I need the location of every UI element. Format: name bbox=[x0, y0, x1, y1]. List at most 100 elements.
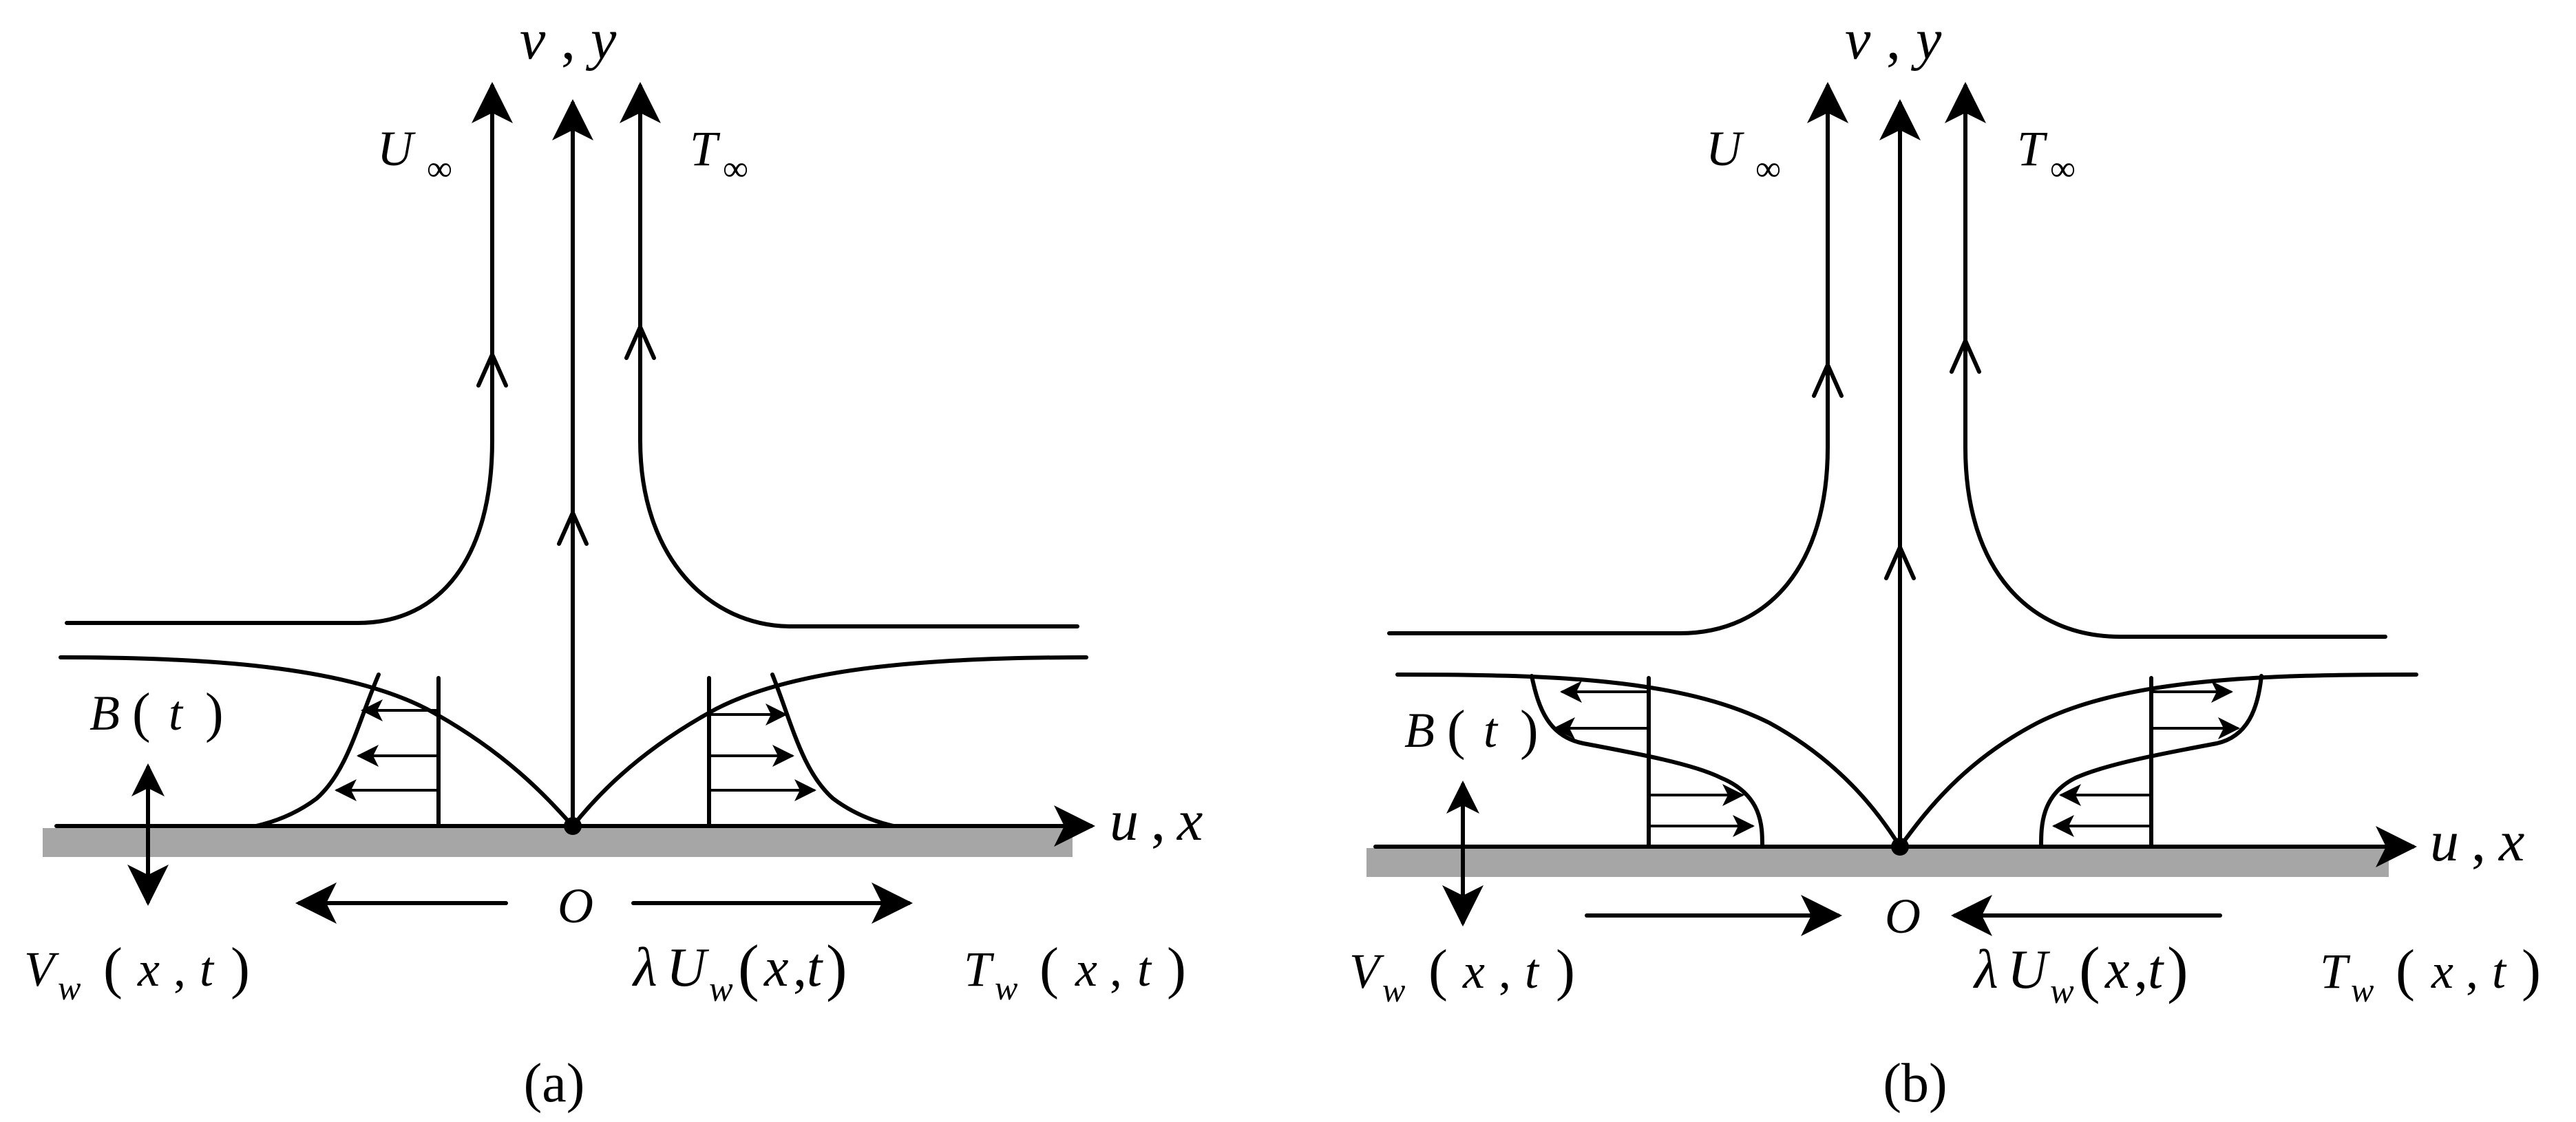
svg-text:λ: λ bbox=[1973, 940, 1998, 1000]
t-infinity-label: T ∞ bbox=[2017, 121, 2076, 189]
svg-text:,: , bbox=[2471, 809, 2486, 874]
b-t-label: B ( t ) bbox=[89, 683, 224, 743]
wall-plate bbox=[1366, 848, 2389, 877]
svg-text:x: x bbox=[2498, 809, 2524, 874]
svg-text:(: ( bbox=[132, 683, 151, 743]
origin-label: O bbox=[558, 878, 593, 933]
u-infinity-label: U ∞ bbox=[1706, 121, 1781, 189]
streamline-left-outer bbox=[1387, 82, 1848, 635]
panel-a-caption: (a) bbox=[524, 1053, 585, 1114]
boundary-edge-left bbox=[1395, 673, 1902, 849]
svg-text:): ) bbox=[1167, 936, 1186, 1000]
svg-text:T: T bbox=[2320, 944, 2351, 999]
svg-text:(: ( bbox=[738, 932, 759, 1002]
t-w-label: T w ( x , t ) bbox=[964, 936, 1186, 1007]
svg-text:T: T bbox=[2017, 121, 2048, 176]
svg-text:(: ( bbox=[103, 936, 123, 1000]
svg-text:x: x bbox=[1462, 944, 1485, 999]
svg-text:∞: ∞ bbox=[427, 149, 452, 189]
svg-text:U: U bbox=[666, 938, 710, 998]
svg-text:,: , bbox=[1151, 789, 1165, 853]
svg-text:w: w bbox=[709, 970, 733, 1009]
streamline-right-arrow bbox=[1950, 339, 1981, 374]
b-t-label: B ( t ) bbox=[1404, 700, 1539, 761]
svg-text:t: t bbox=[1137, 942, 1152, 997]
svg-text:t: t bbox=[2492, 944, 2507, 999]
svg-text:V: V bbox=[1349, 944, 1384, 999]
svg-text:x: x bbox=[763, 938, 789, 998]
panel-a: v , y u , x U ∞ T ∞ B ( t ) O V w ( x bbox=[24, 8, 1203, 1114]
svg-text:T: T bbox=[690, 121, 721, 176]
svg-text:): ) bbox=[205, 683, 224, 743]
svg-text:,: , bbox=[561, 8, 576, 72]
svg-text:w: w bbox=[58, 968, 81, 1007]
velocity-profile-left bbox=[1530, 674, 1764, 849]
panel-b-caption: (b) bbox=[1883, 1053, 1947, 1114]
svg-text:u: u bbox=[1110, 789, 1139, 853]
svg-text:,: , bbox=[2134, 940, 2148, 1000]
svg-text:w: w bbox=[995, 968, 1017, 1007]
svg-text:T: T bbox=[964, 942, 995, 997]
svg-text:t: t bbox=[1525, 944, 1540, 999]
streamline-left-arrow bbox=[1812, 363, 1844, 398]
boundary-edge-right bbox=[1898, 673, 2418, 849]
svg-text:(: ( bbox=[1039, 936, 1059, 1000]
svg-text:y: y bbox=[1910, 8, 1942, 72]
y-axis-label: v , y bbox=[520, 8, 617, 72]
svg-text:U: U bbox=[377, 121, 416, 176]
svg-text:λ: λ bbox=[632, 938, 657, 998]
svg-text:(: ( bbox=[1447, 700, 1466, 761]
svg-text:,: , bbox=[173, 942, 186, 997]
v-w-label: V w ( x , t ) bbox=[24, 936, 250, 1007]
svg-text:x: x bbox=[2104, 940, 2130, 1000]
svg-text:,: , bbox=[1886, 8, 1901, 72]
y-axis-label: v , y bbox=[1845, 8, 1942, 72]
streamline-left-outer bbox=[65, 82, 513, 625]
svg-text:t: t bbox=[2148, 940, 2164, 1000]
svg-text:U: U bbox=[1706, 121, 1744, 176]
svg-text:,: , bbox=[793, 938, 807, 998]
svg-text:(: ( bbox=[1428, 938, 1448, 1002]
svg-text:x: x bbox=[1176, 789, 1203, 853]
velocity-profile-right bbox=[2039, 674, 2263, 849]
streamline-right-arrow bbox=[624, 325, 656, 360]
origin-label: O bbox=[1885, 889, 1921, 944]
y-axis-flow-arrow bbox=[557, 511, 589, 546]
y-axis-flow-arrow bbox=[1884, 545, 1916, 580]
svg-text:w: w bbox=[1382, 971, 1405, 1009]
x-axis-label: u , x bbox=[2430, 809, 2524, 874]
lambda-u-w-label: λ U w ( x , t ) bbox=[1973, 934, 2188, 1011]
svg-text:,: , bbox=[1110, 942, 1122, 997]
svg-text:V: V bbox=[24, 942, 59, 997]
boundary-edge-left bbox=[59, 655, 575, 828]
svg-text:w: w bbox=[2351, 971, 2374, 1009]
lambda-u-w-label: λ U w ( x , t ) bbox=[632, 932, 847, 1009]
v-w-label: V w ( x , t ) bbox=[1349, 938, 1575, 1009]
streamline-right-outer bbox=[1945, 82, 2387, 639]
svg-text:): ) bbox=[1556, 938, 1575, 1002]
wall-plate bbox=[43, 828, 1073, 857]
svg-text:,: , bbox=[1499, 944, 1511, 999]
svg-text:): ) bbox=[2167, 934, 2188, 1004]
svg-text:v: v bbox=[520, 8, 546, 72]
svg-text:∞: ∞ bbox=[2050, 149, 2076, 189]
svg-text:(: ( bbox=[2079, 934, 2100, 1004]
panel-b: v , y u , x U ∞ T ∞ B ( t ) O V w ( x bbox=[1349, 8, 2541, 1114]
svg-text:w: w bbox=[2050, 972, 2074, 1011]
streamline-right-outer bbox=[620, 82, 1079, 628]
svg-text:(: ( bbox=[2396, 938, 2415, 1002]
svg-text:B: B bbox=[89, 686, 120, 741]
svg-text:x: x bbox=[137, 942, 160, 997]
svg-text:U: U bbox=[2007, 940, 2051, 1000]
svg-text:u: u bbox=[2430, 809, 2459, 874]
svg-text:∞: ∞ bbox=[723, 149, 748, 189]
streamline-left-arrow bbox=[476, 352, 508, 388]
boundary-edge-right bbox=[571, 655, 1088, 828]
svg-text:): ) bbox=[231, 936, 250, 1000]
u-infinity-label: U ∞ bbox=[377, 121, 452, 189]
svg-text:): ) bbox=[1520, 700, 1539, 761]
svg-text:x: x bbox=[1075, 942, 1097, 997]
svg-text:B: B bbox=[1404, 703, 1435, 758]
